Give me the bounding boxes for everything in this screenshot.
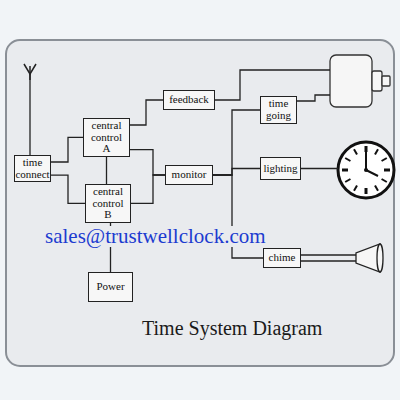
- process-box: monitor: [165, 165, 213, 185]
- connector: [130, 100, 163, 125]
- process-box: time going: [260, 96, 297, 124]
- box-label: central control A: [86, 120, 127, 155]
- process-box: time connect: [14, 155, 51, 182]
- panel: [6, 40, 394, 366]
- connector: [51, 137, 83, 162]
- clock-movement: [330, 55, 390, 107]
- watermark: sales@trustwellclock.com: [45, 226, 266, 247]
- wire: [297, 95, 330, 101]
- connector: [213, 110, 260, 175]
- process-box: chime: [263, 248, 301, 268]
- connector: [51, 175, 85, 203]
- box-label: time going: [263, 98, 294, 121]
- box-label: time connect: [15, 157, 49, 180]
- chime-horn: [356, 244, 383, 272]
- process-box: central control B: [85, 184, 131, 223]
- connector: [131, 175, 165, 203]
- wire: [301, 260, 356, 261]
- process-box: central control A: [83, 118, 130, 157]
- box-label: feedback: [169, 94, 209, 106]
- process-box: Power: [88, 272, 133, 302]
- connector: [213, 169, 260, 176]
- wire: [301, 254, 356, 255]
- box-label: Power: [96, 281, 124, 293]
- process-box: lighting: [260, 157, 301, 180]
- connector: [130, 150, 165, 175]
- process-box: feedback: [163, 90, 215, 110]
- box-label: monitor: [172, 169, 207, 181]
- box-label: chime: [269, 252, 296, 264]
- box-label: central control B: [88, 186, 128, 221]
- wire: [29, 74, 30, 155]
- diagram-caption: Time System Diagram: [142, 318, 322, 338]
- connector: [106, 157, 107, 184]
- box-label: lighting: [263, 163, 297, 175]
- clock-face: [338, 142, 394, 198]
- wire: [301, 168, 338, 169]
